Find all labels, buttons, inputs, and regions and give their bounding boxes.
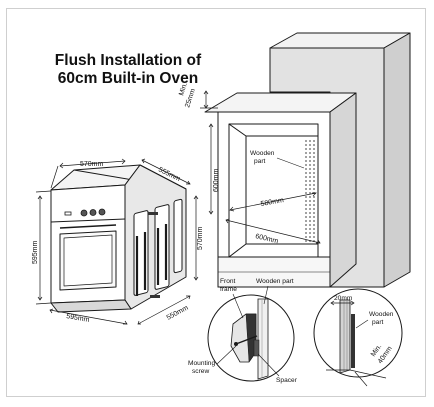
mounting-screw-label-b: screw — [192, 368, 209, 375]
diagram-title-line1: Flush Installation of — [54, 52, 202, 69]
cabinet-width-dimension — [225, 218, 321, 244]
front-frame-label-a: Front — [220, 278, 236, 285]
min-25mm-dimension — [200, 90, 218, 109]
gap-20mm-label: 20mm — [334, 295, 353, 302]
oven-height-dimension — [35, 190, 52, 305]
oven-knobs — [64, 208, 106, 217]
wooden-part-cabinet-label-a: Wooden — [250, 150, 275, 157]
detail-circle-wooden-part — [313, 288, 403, 387]
detail-circle-front-frame — [207, 294, 295, 382]
min-25mm-label-a: Min. — [178, 82, 189, 97]
front-frame-label-b: frame — [220, 286, 237, 293]
oven-side-height-dimension — [193, 195, 199, 281]
cabinet-height-label: 600mm — [213, 168, 220, 192]
spacer-leader — [257, 353, 280, 377]
oven-mounting-brackets — [148, 212, 160, 298]
oven-width-top-label: 570mm — [80, 161, 104, 168]
oven-width-bottom-dimension — [49, 308, 128, 325]
wooden-part-right-label-b: part — [372, 319, 384, 326]
spacer-label: Spacer — [276, 377, 298, 384]
mounting-screw-label-a: Mounting — [188, 360, 215, 367]
front-frame-leader — [232, 293, 244, 319]
oven-width-bottom-label: 595mm — [66, 313, 90, 324]
oven-depth-bottom-dimension — [137, 295, 191, 325]
wooden-part-right-leader — [355, 319, 369, 329]
oven-height-label: 595mm — [32, 240, 39, 264]
mounting-screw-leader — [216, 345, 237, 365]
cabinet-height-dimension — [208, 123, 214, 215]
inner-width-dimension — [229, 192, 317, 212]
inner-width-label: 580mm — [260, 197, 284, 208]
diagram-title-line2: 60cm Built-in Oven — [57, 70, 199, 87]
oven-rail-detail — [135, 224, 168, 296]
wooden-part-right-label-a: Wooden — [369, 311, 394, 318]
wooden-part-cabinet-leader — [276, 157, 305, 169]
wooden-part-detail-label: Wooden part — [256, 278, 294, 285]
wooden-part-detail-leader — [263, 285, 269, 305]
oven-side-height-label: 570mm — [197, 226, 204, 250]
oven-width-top-dimension — [50, 158, 126, 189]
wooden-rails — [305, 140, 315, 242]
oven-depth-top-dimension — [141, 158, 191, 185]
cabinet — [204, 92, 357, 288]
wooden-part-cabinet-label-b: part — [254, 158, 266, 165]
